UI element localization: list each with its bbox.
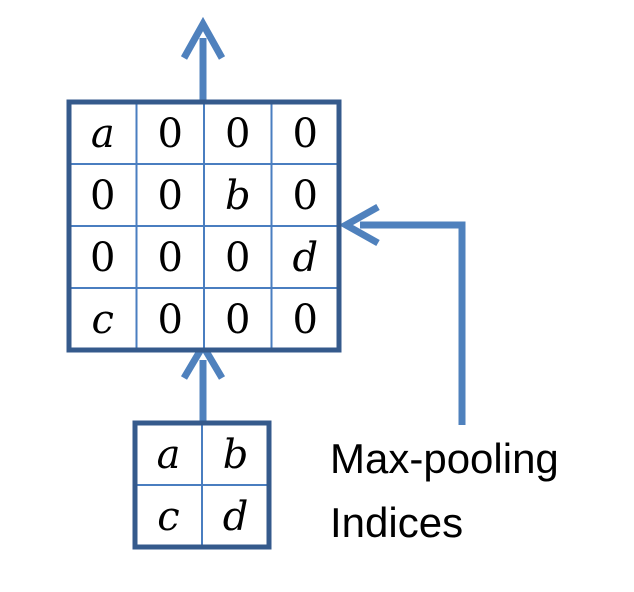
unpooled-grid-cell: 0 <box>293 297 318 343</box>
unpooled-grid-cell: 0 <box>225 235 250 281</box>
unpooled-grid-cell: 0 <box>158 111 183 157</box>
pooled-grid-cell: d <box>223 494 249 540</box>
unpooled-grid-border <box>66 99 342 353</box>
pooled-grid-cell: c <box>157 494 179 540</box>
unpooled-grid-cell: b <box>225 173 251 219</box>
caption-line-1: Max-pooling <box>330 435 559 482</box>
output-arrow <box>180 16 226 102</box>
pooled-grid-cell: a <box>157 432 181 478</box>
unpooled-grid-cell: 0 <box>90 173 115 219</box>
unpooled-grid-cell: 0 <box>158 235 183 281</box>
unpooled-grid-cell: 0 <box>158 173 183 219</box>
input-arrow <box>180 339 226 423</box>
unpooled-grid-cell: 0 <box>90 235 115 281</box>
unpooled-grid-cell: d <box>292 235 318 281</box>
indices-arrow <box>338 203 466 425</box>
unpooled-grid-cell: 0 <box>293 173 318 219</box>
unpooled-grid-cell: 0 <box>293 111 318 157</box>
unpooled-grid-cell: 0 <box>225 111 250 157</box>
pooled-grid-border <box>132 420 272 550</box>
pooled-grid-cell: b <box>223 432 249 478</box>
unpooled-grid-cell: c <box>92 297 114 343</box>
unpooled-grid-cell: a <box>91 111 115 157</box>
unpooled-grid-cell: 0 <box>158 297 183 343</box>
unpooled-grid-cell: 0 <box>225 297 250 343</box>
caption-line-2: Indices <box>330 499 463 546</box>
